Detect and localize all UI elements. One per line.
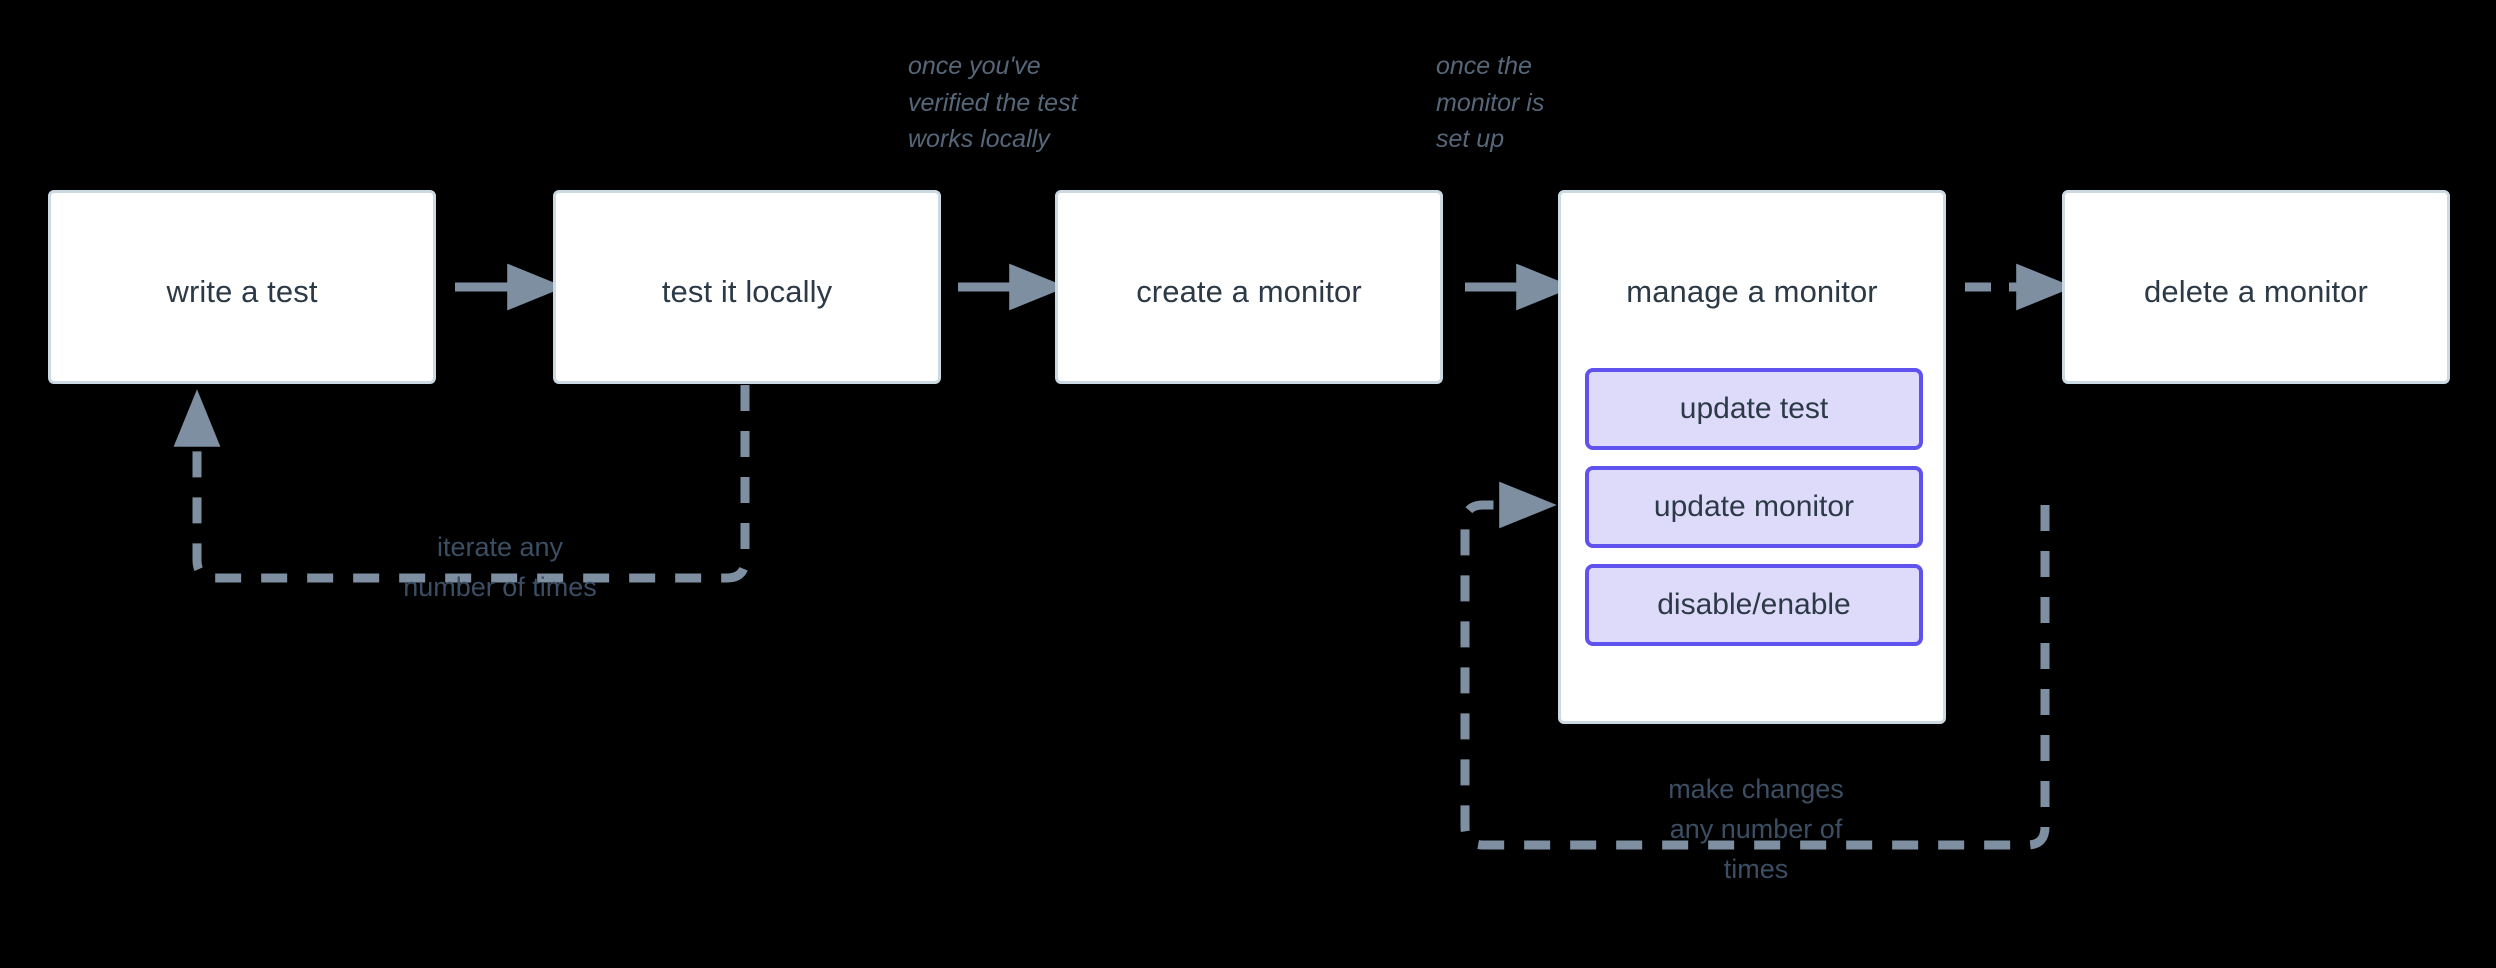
node-manage-a-monitor-label: manage a monitor <box>1626 274 1878 309</box>
node-test-it-locally[interactable]: test it locally <box>553 190 941 384</box>
sub-node-disable-enable[interactable]: disable/enable <box>1585 564 1923 646</box>
node-create-a-monitor[interactable]: create a monitor <box>1055 190 1443 384</box>
sub-node-update-test[interactable]: update test <box>1585 368 1923 450</box>
note-monitor-set-up: once the monitor is set up <box>1436 52 1545 153</box>
note-verified-locally: once you've verified the test works loca… <box>908 52 1078 153</box>
sub-node-update-monitor[interactable]: update monitor <box>1585 466 1923 548</box>
sub-node-update-test-label: update test <box>1679 392 1829 425</box>
sub-node-update-monitor-label: update monitor <box>1653 490 1855 523</box>
node-delete-a-monitor[interactable]: delete a monitor <box>2062 190 2450 384</box>
node-test-it-locally-label: test it locally <box>661 274 833 309</box>
node-write-a-test-label: write a test <box>166 274 318 309</box>
node-delete-a-monitor-label: delete a monitor <box>2144 274 2368 309</box>
loop-label-iterate: iterate any number of times <box>403 532 597 602</box>
sub-node-disable-enable-label: disable/enable <box>1657 588 1851 621</box>
loop-label-make-changes: make changes any number of times <box>1668 774 1844 884</box>
node-manage-a-monitor[interactable]: manage a monitor update test update moni… <box>1558 190 1946 724</box>
node-create-a-monitor-label: create a monitor <box>1136 274 1362 309</box>
node-write-a-test[interactable]: write a test <box>48 190 436 384</box>
